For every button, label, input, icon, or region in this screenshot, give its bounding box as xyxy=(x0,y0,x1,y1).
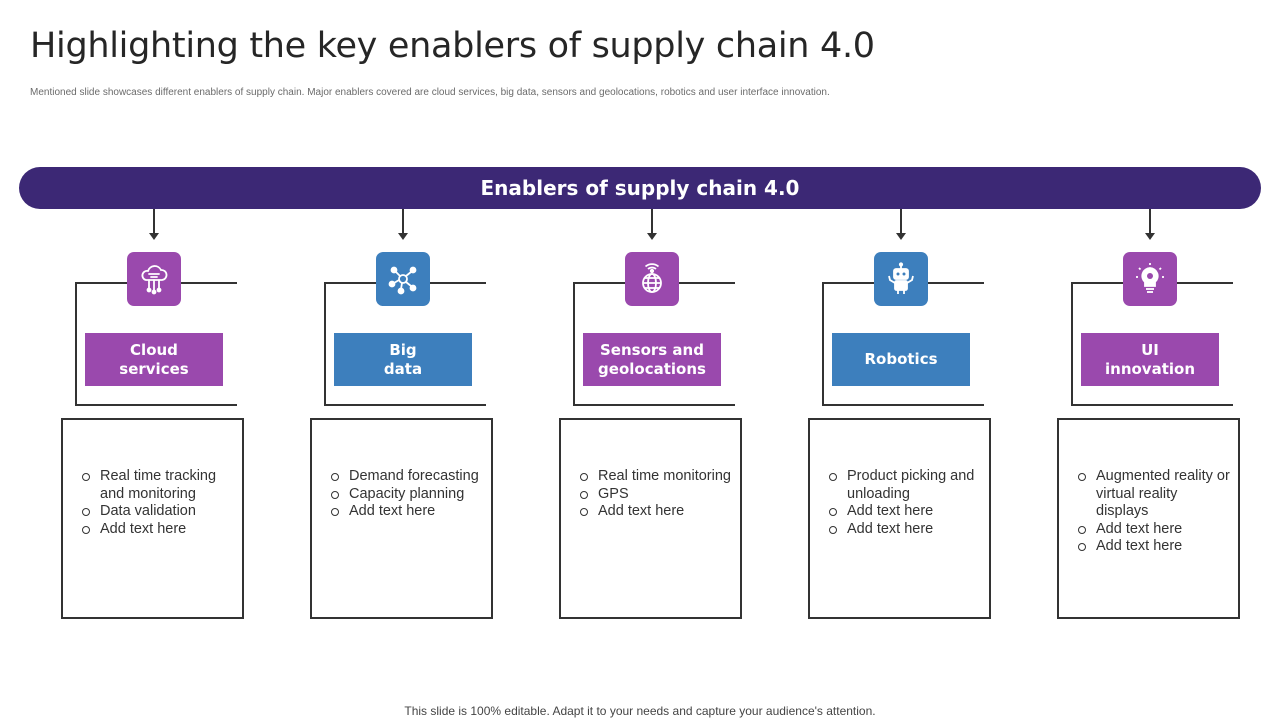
enabler-details: Real time monitoring GPS Add text here xyxy=(559,418,742,619)
arrow-down-icon xyxy=(647,233,657,240)
list-item: Add text here xyxy=(82,521,234,539)
list-item: Add text here xyxy=(331,503,483,521)
details-list: Demand forecasting Capacity planning Add… xyxy=(312,420,491,521)
details-list: Product picking and unloading Add text h… xyxy=(810,420,989,538)
list-item: Real time monitoring xyxy=(580,468,731,484)
enabler-label: Big data xyxy=(334,333,472,386)
enabler-details: Augmented reality or virtual reality dis… xyxy=(1057,418,1240,619)
connector-line xyxy=(153,209,155,235)
list-item: Add text here xyxy=(1078,521,1230,539)
cloud-network-icon xyxy=(127,252,181,306)
enabler-label: Sensors and geolocations xyxy=(583,333,721,386)
arrow-down-icon xyxy=(1145,233,1155,240)
enabler-column-sensors-geolocations: Sensors and geolocations Real time monit… xyxy=(517,209,767,629)
connector-line xyxy=(651,209,653,235)
details-list: Real time tracking and monitoring Data v… xyxy=(63,420,242,538)
page-subtitle: Mentioned slide showcases different enab… xyxy=(30,87,830,98)
list-item: Add text here xyxy=(1078,538,1230,556)
enabler-label: UI innovation xyxy=(1081,333,1219,386)
globe-signal-icon xyxy=(625,252,679,306)
banner-title: Enablers of supply chain 4.0 xyxy=(480,176,800,200)
enabler-label: Cloud services xyxy=(85,333,223,386)
page-title: Highlighting the key enablers of supply … xyxy=(30,26,875,66)
enabler-column-robotics: Robotics Product picking and unloading A… xyxy=(766,209,1016,629)
arrow-down-icon xyxy=(149,233,159,240)
enabler-details: Product picking and unloading Add text h… xyxy=(808,418,991,619)
footer-note: This slide is 100% editable. Adapt it to… xyxy=(404,704,876,718)
list-item: Product picking and unloading xyxy=(829,468,981,503)
lightbulb-gear-icon xyxy=(1123,252,1177,306)
list-item: Add text here xyxy=(829,503,981,521)
list-item: Real time tracking and monitoring xyxy=(82,468,234,503)
enabler-column-cloud-services: Cloud services Real time tracking and mo… xyxy=(19,209,269,629)
list-item: Add text here xyxy=(829,521,981,539)
enabler-column-ui-innovation: UI innovation Augmented reality or virtu… xyxy=(1015,209,1265,629)
enabler-column-big-data: Big data Demand forecasting Capacity pla… xyxy=(268,209,518,629)
list-item: Demand forecasting xyxy=(331,468,483,486)
enabler-label: Robotics xyxy=(832,333,970,386)
list-item: Capacity planning xyxy=(331,486,483,504)
list-item: Add text here xyxy=(580,503,732,521)
network-nodes-icon xyxy=(376,252,430,306)
connector-line xyxy=(402,209,404,235)
list-item: Augmented reality or virtual reality dis… xyxy=(1078,468,1230,519)
enabler-details: Real time tracking and monitoring Data v… xyxy=(61,418,244,619)
arrow-down-icon xyxy=(896,233,906,240)
connector-line xyxy=(900,209,902,235)
arrow-down-icon xyxy=(398,233,408,240)
robot-icon xyxy=(874,252,928,306)
connector-line xyxy=(1149,209,1151,235)
list-item: GPS xyxy=(580,486,732,504)
details-list: Real time monitoring GPS Add text here xyxy=(561,420,740,521)
details-list: Augmented reality or virtual reality dis… xyxy=(1059,420,1238,556)
enablers-banner: Enablers of supply chain 4.0 xyxy=(19,167,1261,209)
enabler-details: Demand forecasting Capacity planning Add… xyxy=(310,418,493,619)
list-item: Data validation xyxy=(82,503,234,521)
